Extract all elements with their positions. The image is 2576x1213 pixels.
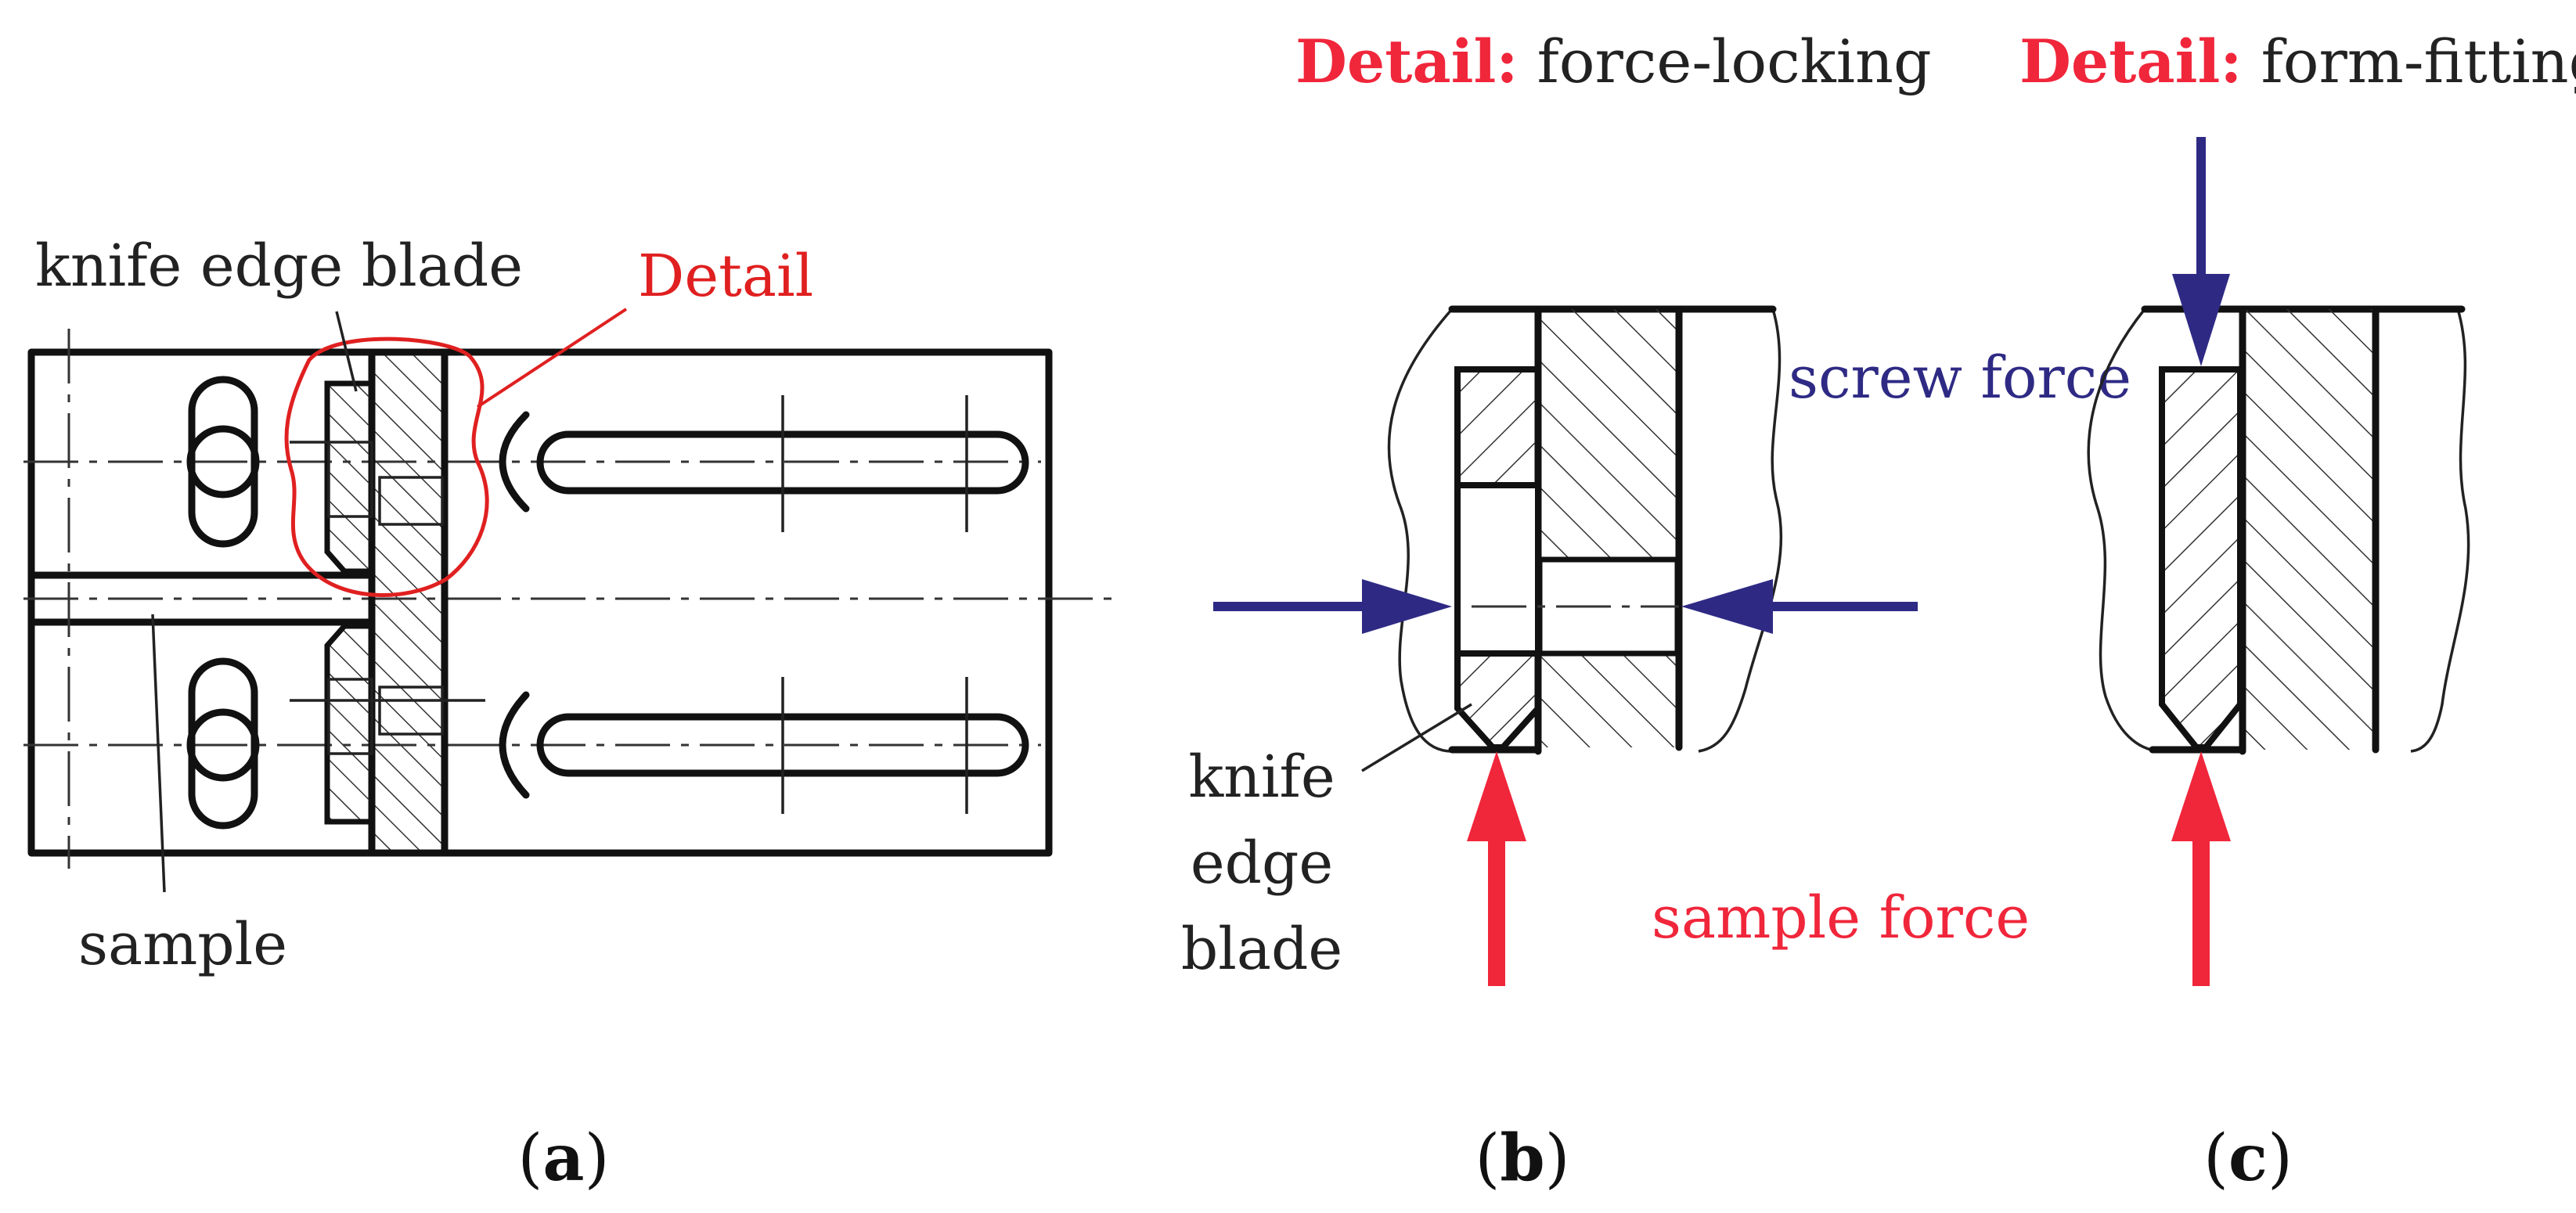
knife-leader-b [1361,703,1472,772]
arc-lower [499,691,530,799]
knife-blade-upper-window [327,441,373,518]
screw-arrow-left-head [1362,579,1452,634]
break-outline-b [1387,308,1454,753]
label-screw-force: screw force [1789,344,2131,412]
knife-blade-leader-line [335,311,358,392]
label-detail: Detail [638,243,813,310]
caption-b-letter: b [1500,1121,1544,1196]
caption-a: (a) [517,1121,609,1196]
break-outline-b-right [1698,308,1783,753]
caption-c: (c) [2203,1121,2293,1196]
label-sample-force: sample force [1652,884,2030,952]
slot-lower [188,657,258,830]
title-c-text: form-fitting [2261,27,2576,96]
pin-upper [186,425,260,499]
blade-b-tip [1454,650,1541,750]
title-b-text: force-locking [1537,27,1932,96]
title-b: Detail: force-locking [1295,27,1932,96]
assembly-drawing [23,329,1111,869]
screw-arrow-c-head [2172,274,2230,366]
clamp-bar [368,348,449,857]
arc-upper [499,411,530,513]
label-knife-line-1: knife [1188,743,1335,811]
panel-a: knife edge blade Detail sample (a) [23,232,1111,1196]
pin-lower [186,708,260,782]
title-c: Detail: form-fitting [2019,27,2576,96]
title-b-prefix: Detail: [1295,27,1518,96]
label-sample: sample [78,911,287,978]
detail-leader-line [476,308,628,409]
housing-outline [27,348,1053,857]
sample-arrow-c-head [2171,751,2231,841]
panel-c: Detail: form-fitting (c) [2019,27,2576,1196]
caption-b: (b) [1475,1121,1569,1196]
break-outline-c [2087,308,2161,753]
blade-b-window [1454,482,1541,657]
break-outline-c-right [2410,308,2470,753]
sample-leader-line [151,614,166,893]
body-b [1538,309,1679,747]
caption-a-letter: a [542,1121,584,1196]
knife-blade-upper [324,380,375,574]
label-knife-line-2: edge [1191,830,1333,897]
panel-b: Detail: force-locking screw force sample… [1181,27,2131,1196]
blade-b-top [1454,366,1541,488]
detail-outline [284,337,489,597]
label-knife-edge-blade: knife edge blade [35,232,523,300]
body-c [2243,309,2376,750]
screw-arrow-right-head [1681,579,1773,634]
title-c-prefix: Detail: [2019,27,2242,96]
knife-blade-lower-window [327,678,373,755]
sample-arrow-b-head [1467,751,1526,841]
blade-c [2159,366,2243,750]
bore-upper [378,476,444,526]
bore-lower [378,686,444,736]
knife-blade-lower [324,623,375,825]
caption-c-letter: c [2228,1121,2268,1196]
label-knife-line-3: blade [1181,916,1342,983]
